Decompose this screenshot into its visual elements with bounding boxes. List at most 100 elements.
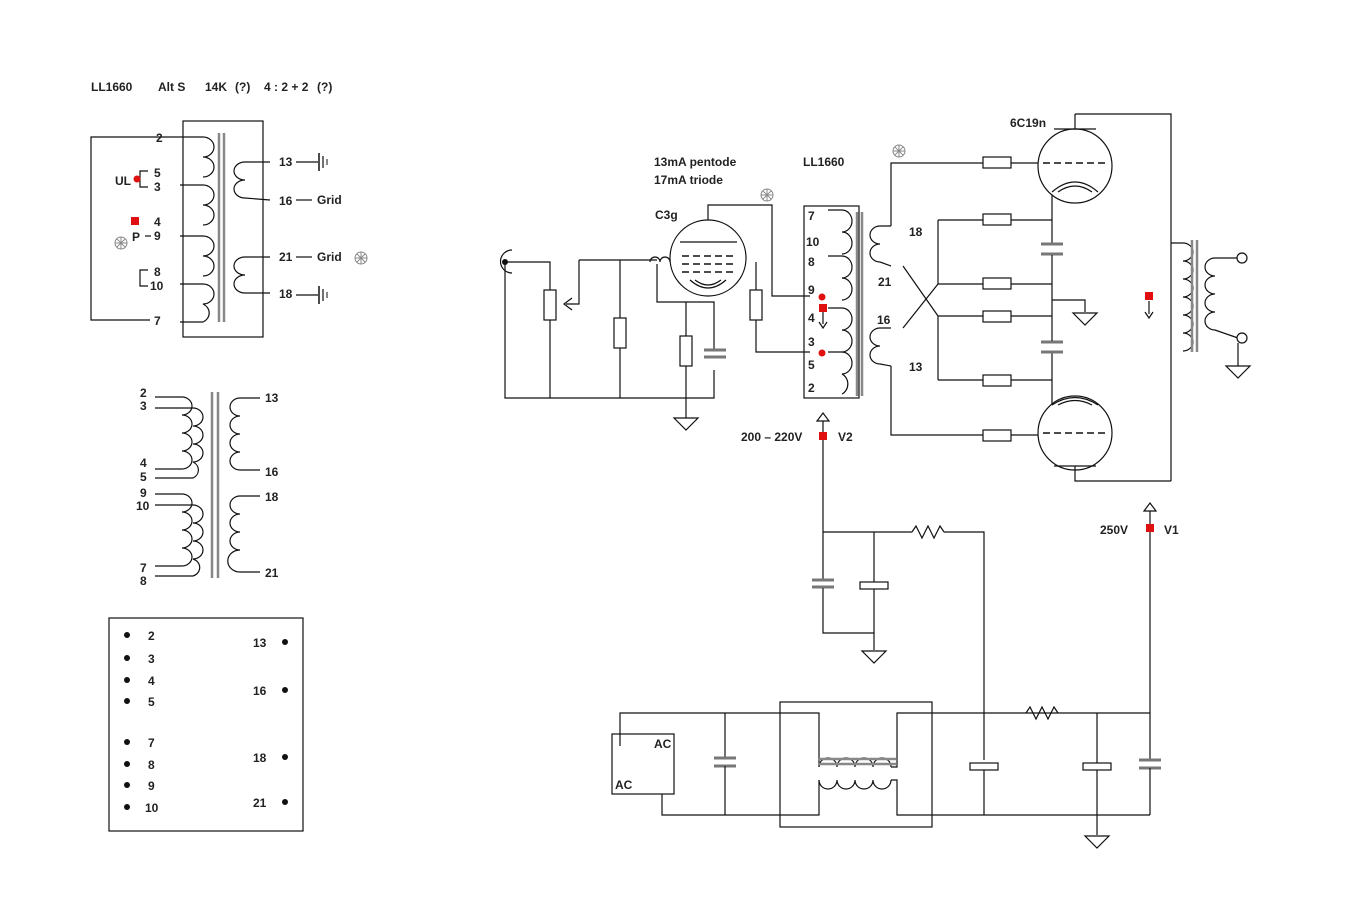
- amplifier-schematic: 13mA pentode 17mA triode C3g LL1660 6C19…: [499, 113, 1251, 849]
- header-question-2: (?): [317, 80, 332, 94]
- ground-icon: [1084, 835, 1110, 849]
- ll-pin-5: 5: [808, 358, 815, 372]
- electrolytic-cap: [969, 762, 999, 771]
- t3-pin-8: 8: [148, 758, 155, 772]
- ul-tap-dot: [133, 175, 141, 183]
- header-question-1: (?): [235, 80, 250, 94]
- t3-pin-16: 16: [253, 684, 267, 698]
- pinout-box: 2 3 4 5 7 8 9 10 13 16 18 21: [108, 617, 304, 832]
- b-plus-marker: [131, 217, 139, 225]
- output-tube-label: 6C19n: [1010, 116, 1046, 130]
- t3-pin-2: 2: [148, 629, 155, 643]
- v1-marker: [1146, 524, 1154, 532]
- sec-pin-21: 21: [878, 275, 892, 289]
- t2-pin-7: 7: [140, 561, 147, 575]
- asterisk-icon: [760, 188, 774, 202]
- asterisk-icon: [354, 251, 368, 265]
- t2-pin-13: 13: [265, 391, 279, 405]
- t1-pin-3: 3: [154, 180, 161, 194]
- t2-pin-2: 2: [140, 386, 147, 400]
- ground-icon: [673, 417, 699, 431]
- t2-pin-16: 16: [265, 465, 279, 479]
- sec-pin-16: 16: [877, 313, 891, 327]
- grid-resistor: [613, 317, 627, 349]
- ll-pin-3: 3: [808, 335, 815, 349]
- v2-voltage: 200 – 220V: [741, 430, 802, 444]
- t1-ul-label: UL: [115, 174, 131, 188]
- t3-pin-13: 13: [253, 636, 267, 650]
- ll-pin-9: 9: [808, 283, 815, 297]
- current-triode: 17mA triode: [654, 173, 723, 187]
- t1-grid-label-2: Grid: [317, 250, 342, 264]
- choke-box: [779, 701, 933, 828]
- t1-pin-10: 10: [150, 279, 164, 293]
- t3-pin-3: 3: [148, 652, 155, 666]
- driver-tube-label: C3g: [655, 208, 678, 222]
- t2-pin-3: 3: [140, 399, 147, 413]
- v1-label: V1: [1164, 523, 1179, 537]
- t1-pin-16: 16: [279, 194, 293, 208]
- t2-pin-5: 5: [140, 470, 147, 484]
- t2-pin-4: 4: [140, 456, 147, 470]
- ground-icon: [1225, 365, 1251, 379]
- t3-pin-4: 4: [148, 674, 155, 688]
- t1-pin-7: 7: [154, 314, 161, 328]
- resistor: [982, 277, 1012, 290]
- resistor: [982, 429, 1012, 442]
- resistor: [982, 213, 1012, 226]
- t1-pin-18: 18: [279, 287, 293, 301]
- t3-pin-9: 9: [148, 779, 155, 793]
- transformer-1: 2 5 3 4 9 8 10 7 UL P 13 16 21 18 Grid G…: [90, 120, 368, 338]
- t1-pin-4: 4: [154, 215, 161, 229]
- pin-9-dot: [818, 293, 826, 301]
- interstage-label: LL1660: [803, 155, 845, 169]
- asterisk-icon: [114, 236, 128, 250]
- resistor: [982, 156, 1012, 169]
- v2-label: V2: [838, 430, 853, 444]
- header-alt: Alt S: [158, 80, 185, 94]
- t2-pin-8: 8: [140, 574, 147, 588]
- earth-icon: [318, 152, 328, 172]
- pin-4-marker: [819, 304, 827, 312]
- sec-pin-13: 13: [909, 360, 923, 374]
- t1-pin-2: 2: [156, 131, 163, 145]
- ground-icon: [1072, 312, 1098, 326]
- electrolytic-cap: [1082, 762, 1112, 771]
- t2-pin-10: 10: [136, 499, 150, 513]
- t3-pin-21: 21: [253, 796, 267, 810]
- ac-label-2: AC: [615, 778, 633, 792]
- ll-pin-8: 8: [808, 255, 815, 269]
- ac-label-1: AC: [654, 737, 672, 751]
- asterisk-icon: [892, 144, 906, 158]
- t3-pin-10: 10: [145, 801, 159, 815]
- electrolytic-cap: [859, 581, 889, 590]
- t1-grid-label-1: Grid: [317, 193, 342, 207]
- v2-marker: [819, 432, 827, 440]
- sec-pin-18: 18: [909, 225, 923, 239]
- output-terminal: [1236, 332, 1248, 344]
- earth-icon: [318, 285, 328, 305]
- t2-pin-18: 18: [265, 490, 279, 504]
- ground-icon: [861, 650, 887, 664]
- header-impedance: 14K: [205, 80, 227, 94]
- t2-pin-21: 21: [265, 566, 279, 580]
- t3-pin-18: 18: [253, 751, 267, 765]
- t1-p-label: P: [132, 230, 140, 244]
- ac-source: [611, 733, 675, 795]
- output-terminal: [1236, 252, 1248, 264]
- v1-voltage: 250V: [1100, 523, 1128, 537]
- t1-pin-5: 5: [154, 166, 161, 180]
- ll-pin-4: 4: [808, 311, 815, 325]
- ll-pin-10: 10: [806, 235, 820, 249]
- header-model: LL1660: [91, 80, 133, 94]
- output-tube-top: [1037, 128, 1113, 204]
- pin-3-dot: [818, 349, 826, 357]
- current-pentode: 13mA pentode: [654, 155, 737, 169]
- coupling-resistor: [749, 289, 763, 321]
- ll-pin-7: 7: [808, 209, 815, 223]
- volume-potentiometer: [543, 289, 557, 321]
- ct-marker: [1145, 292, 1153, 300]
- t1-pin-21: 21: [279, 250, 293, 264]
- t1-pin-13: 13: [279, 155, 293, 169]
